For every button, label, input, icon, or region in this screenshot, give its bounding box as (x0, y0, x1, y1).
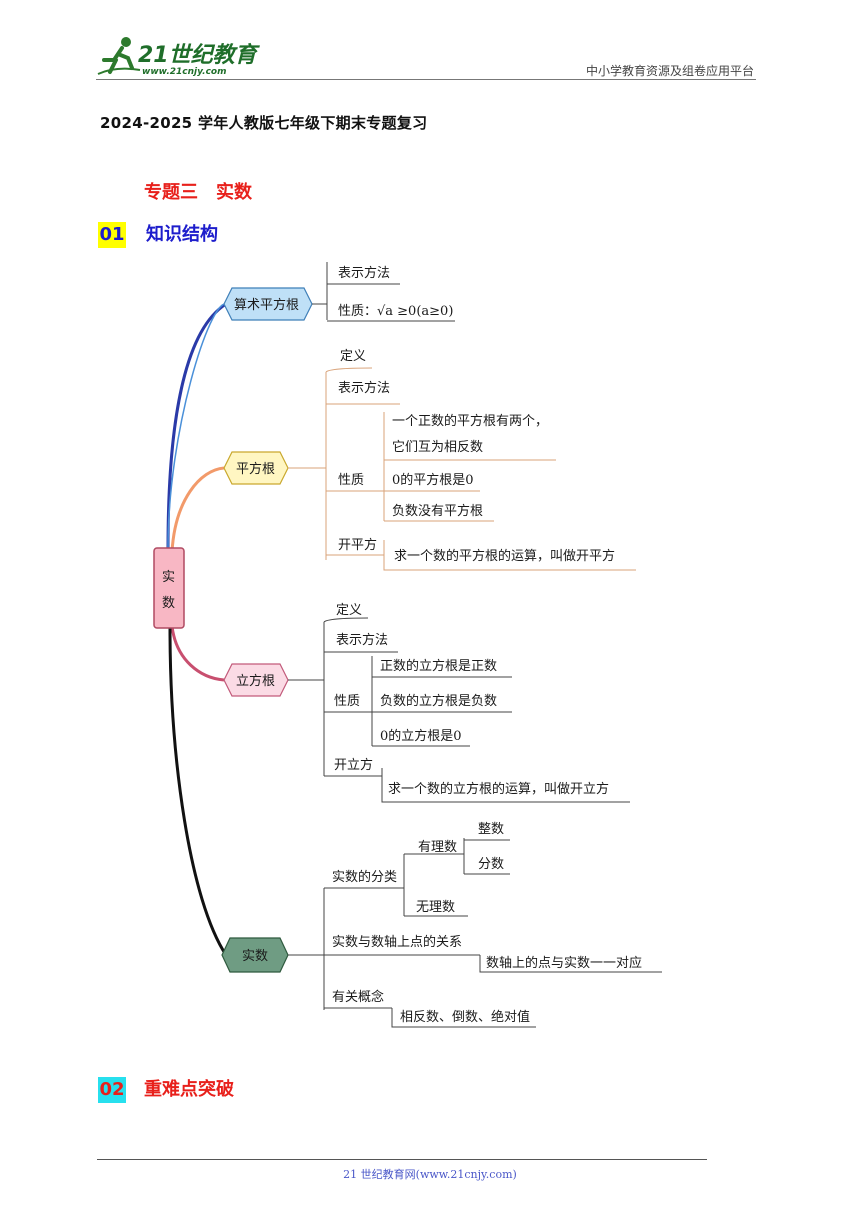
node-operation: 开平方 (338, 537, 377, 553)
node-repr: 表示方法 (336, 632, 388, 648)
header-tagline: 中小学教育资源及组卷应用平台 (585, 64, 754, 78)
node-repr: 表示方法 (338, 265, 390, 281)
section-title: 重难点突破 (144, 1079, 234, 1100)
node-definition: 定义 (336, 603, 362, 618)
node-fraction: 分数 (478, 857, 504, 872)
node-prop-line: 0的立方根是0 (380, 728, 462, 744)
footer-link[interactable]: 21 世纪教育网(www.21cnjy.com) (343, 1168, 517, 1181)
document-title: 2024-2025 学年人教版七年级下期末专题复习 (100, 114, 428, 132)
node-concepts: 有关概念 (332, 989, 384, 1005)
node-irrational: 无理数 (416, 900, 455, 915)
branch-curve (166, 302, 227, 549)
node-rational: 有理数 (418, 840, 457, 855)
runner-icon (97, 37, 141, 75)
branch-label: 算术平方根 (234, 297, 299, 313)
node-repr: 表示方法 (338, 380, 390, 396)
node-integer: 整数 (478, 822, 504, 837)
branch-curve (167, 303, 227, 549)
section-number: 01 (98, 222, 126, 248)
node-property: 性质 (338, 473, 364, 488)
node-axis-relation: 实数与数轴上点的关系 (332, 934, 462, 950)
node-prop-line: 负数的立方根是负数 (380, 693, 497, 709)
node-definition: 定义 (340, 349, 366, 364)
branch-label: 实数 (242, 949, 268, 964)
root-node (153, 547, 185, 629)
logo-text: 21世纪教育 (138, 42, 261, 68)
node-prop-line: 它们互为相反数 (392, 439, 483, 455)
mind-map: 实 数 算术平方根 表示方法 性质：√a ≥0(a≥0) 平方根 定义 表示方法… (153, 262, 662, 1028)
branch-curve (170, 625, 225, 682)
node-classification: 实数的分类 (332, 869, 397, 885)
site-logo: 21世纪教育 www.21cnjy.com (97, 37, 261, 77)
node-operation-desc: 求一个数的平方根的运算，叫做开平方 (394, 548, 615, 564)
section-title: 知识结构 (146, 224, 218, 245)
node-operation: 开立方 (334, 757, 373, 773)
branch-label: 平方根 (236, 461, 275, 477)
branch-curve (168, 627, 228, 956)
node-operation-desc: 求一个数的立方根的运算，叫做开立方 (388, 781, 609, 797)
topic-title: 专题三 实数 (144, 182, 252, 203)
node-property: 性质 (334, 694, 360, 709)
branch-label: 立方根 (236, 673, 275, 689)
branch-curve (170, 466, 225, 553)
root-char-1: 实 (162, 570, 175, 585)
header-divider (96, 79, 756, 80)
root-char-2: 数 (162, 596, 175, 611)
node-axis-desc: 数轴上的点与实数一一对应 (486, 955, 642, 971)
section-number: 02 (98, 1077, 126, 1103)
node-prop-line: 负数没有平方根 (392, 503, 483, 519)
footer-divider (97, 1159, 707, 1160)
node-concepts-desc: 相反数、倒数、绝对值 (400, 1009, 530, 1025)
node-prop-line: 0的平方根是0 (392, 472, 474, 488)
node-prop-line: 正数的立方根是正数 (380, 658, 497, 674)
node-prop-line: 一个正数的平方根有两个， (392, 413, 548, 429)
node-property: 性质：√a ≥0(a≥0) (338, 304, 453, 319)
logo-url: www.21cnjy.com (142, 67, 227, 77)
